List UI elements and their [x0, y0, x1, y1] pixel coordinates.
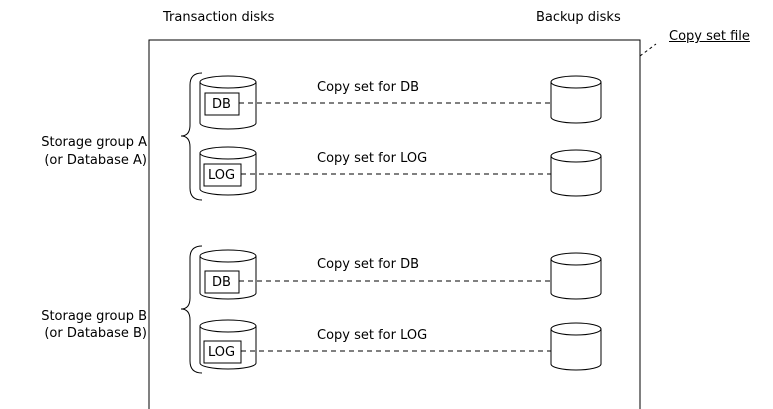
disk-label-b-log: LOG [208, 345, 236, 360]
copy-set-label-a-db: Copy set for DB [317, 80, 420, 95]
copy-set-label-b-db: Copy set for DB [317, 257, 420, 272]
group-a-brace [180, 72, 203, 201]
header-backup-disks: Backup disks [536, 10, 621, 25]
disk-label-box-a-log [203, 163, 242, 187]
group-b-brace [180, 245, 203, 374]
disk-label-b-db: DB [212, 275, 231, 290]
disk-label-a-log: LOG [208, 168, 236, 183]
group-b-label-line2: (or Database B) [44, 326, 147, 341]
backup-cylinder-b-db [550, 252, 602, 300]
backup-cylinder-a-db [550, 75, 602, 124]
backup-cylinder-b-log [550, 322, 602, 371]
disk-label-box-b-db [204, 270, 240, 294]
disk-label-box-a-db [204, 92, 240, 116]
disk-label-a-db: DB [212, 97, 231, 112]
header-transaction-disks: Transaction disks [163, 10, 275, 25]
copy-set-file-leader [639, 43, 657, 57]
copy-set-file-label: Copy set file [669, 29, 750, 44]
copy-set-label-b-log: Copy set for LOG [317, 328, 428, 343]
group-a-label-line1: Storage group A [41, 135, 147, 150]
group-a-label-line2: (or Database A) [44, 153, 147, 168]
disk-label-box-b-log [203, 340, 242, 364]
group-b-label-line1: Storage group B [41, 309, 147, 324]
backup-cylinder-a-log [550, 149, 602, 197]
copy-set-file-box [148, 39, 641, 409]
copy-set-label-a-log: Copy set for LOG [317, 151, 428, 166]
